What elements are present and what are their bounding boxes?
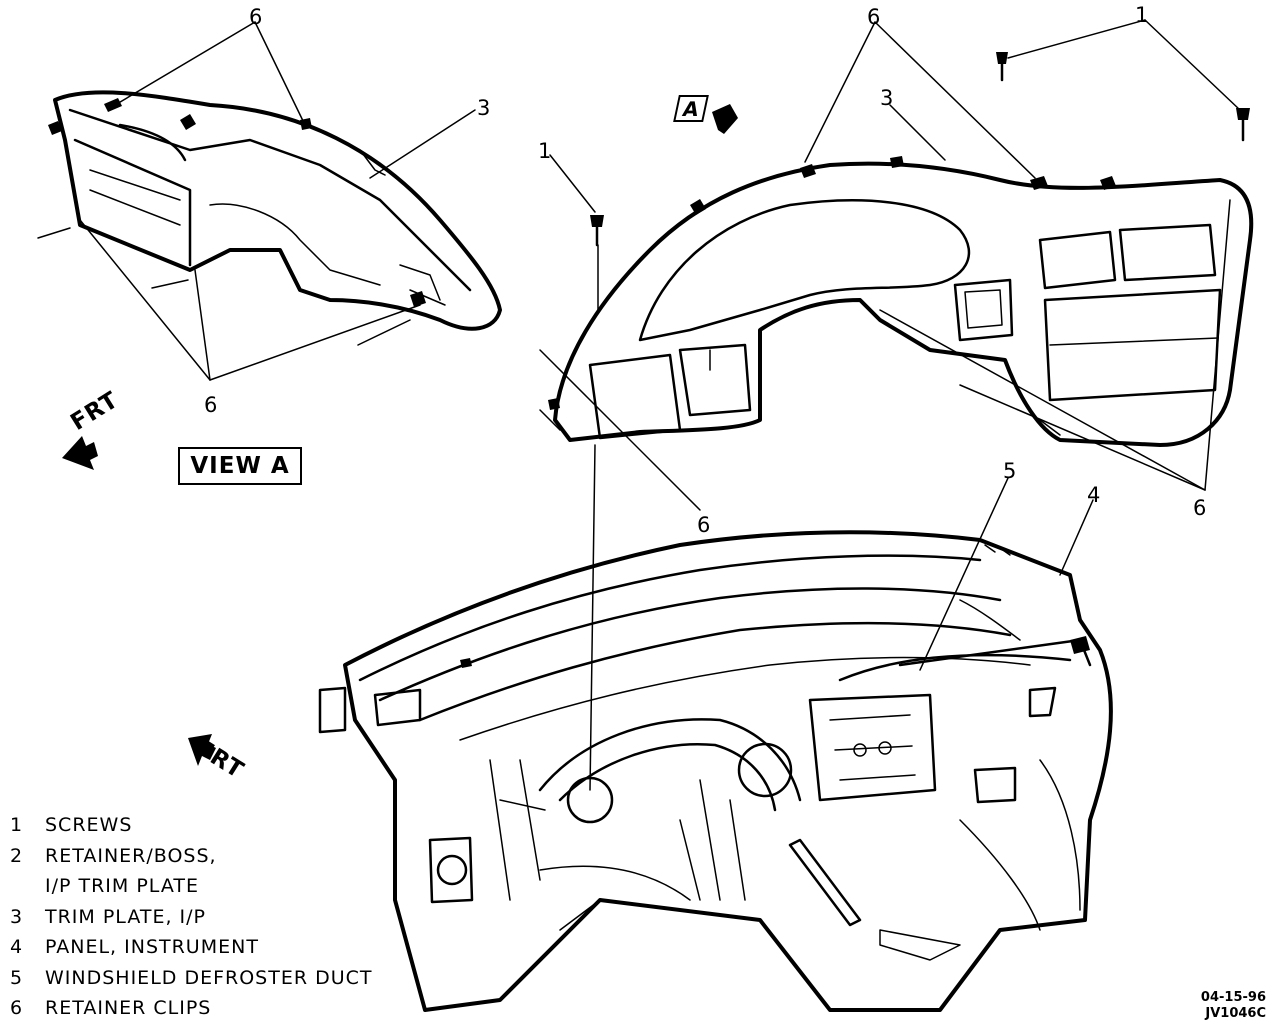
frt-arrow-bottom xyxy=(188,734,216,766)
callout-6-right: 6 xyxy=(1193,496,1206,520)
callout-1-top-right: 1 xyxy=(1135,3,1148,27)
view-a-label: VIEW A xyxy=(178,447,302,485)
legend-item: 3 TRIM PLATE, I/P xyxy=(10,902,373,933)
callout-3-view-a: 3 xyxy=(477,96,490,120)
instrument-panel xyxy=(318,530,1113,1012)
view-a-indicator-label: A xyxy=(680,96,702,121)
view-a-leaders xyxy=(37,21,476,381)
legend-number: 1 xyxy=(10,814,24,836)
legend-number: 6 xyxy=(10,997,24,1019)
legend-item: 1 SCREWS xyxy=(10,810,373,841)
legend-number: 2 xyxy=(10,844,24,867)
view-a-label-text: VIEW A xyxy=(190,453,290,479)
panel-leaders xyxy=(919,477,1094,671)
legend-text: RETAINER/BOSS, xyxy=(45,844,217,867)
legend-item: 2 RETAINER/BOSS, xyxy=(10,841,373,872)
drawing-code: 04-15-96 JV1046C xyxy=(1201,990,1266,1022)
legend-text: PANEL, INSTRUMENT xyxy=(45,936,259,958)
legend-number: 5 xyxy=(10,966,24,989)
trim-plate xyxy=(539,156,1254,447)
callout-6-view-a-top: 6 xyxy=(249,5,262,29)
callout-6-top-center: 6 xyxy=(867,5,880,29)
screws xyxy=(590,52,1250,247)
view-a-arrow-head xyxy=(712,104,738,134)
view-a-indicator: A xyxy=(673,95,709,122)
legend-item: 6 RETAINER CLIPS xyxy=(10,993,373,1024)
trim-plate-leaders xyxy=(539,19,1241,791)
legend-item: 4 PANEL, INSTRUMENT xyxy=(10,932,373,963)
legend-number: 4 xyxy=(10,936,24,958)
legend-number: 3 xyxy=(10,905,24,928)
legend-item-continuation: I/P TRIM PLATE xyxy=(45,875,199,897)
callout-6-view-a-bottom: 6 xyxy=(204,393,217,417)
drawing-date: 04-15-96 xyxy=(1200,990,1266,1005)
frt-arrow-top xyxy=(62,436,98,470)
legend-text: TRIM PLATE, I/P xyxy=(45,905,206,928)
callout-1-center: 1 xyxy=(538,139,551,163)
drawing-id: JV1046C xyxy=(1205,1006,1266,1021)
legend-text: WINDSHIELD DEFROSTER DUCT xyxy=(45,966,373,989)
parts-legend: 1 SCREWS 2 RETAINER/BOSS, I/P TRIM PLATE… xyxy=(10,810,373,1024)
legend-text: RETAINER CLIPS xyxy=(45,997,212,1019)
callout-4: 4 xyxy=(1087,483,1100,507)
legend-item: 5 WINDSHIELD DEFROSTER DUCT xyxy=(10,963,373,994)
legend-text: SCREWS xyxy=(45,814,133,836)
view-a-trim-plate-rear xyxy=(48,90,502,331)
callout-5: 5 xyxy=(1003,459,1016,483)
callout-3-top-center: 3 xyxy=(880,86,893,110)
callout-6-center: 6 xyxy=(697,513,710,537)
